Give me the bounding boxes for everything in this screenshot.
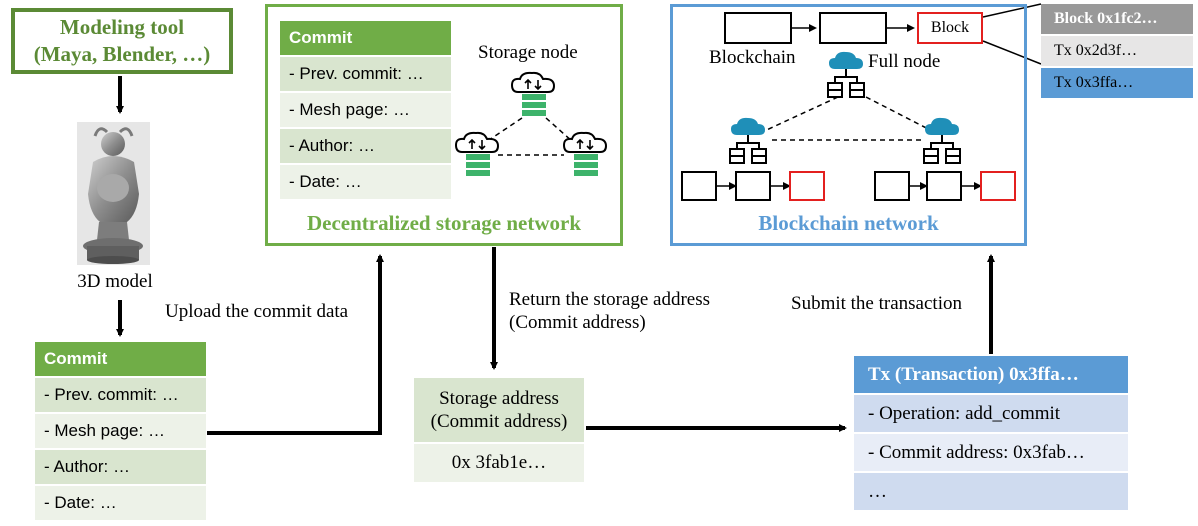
chain-block [819,12,887,44]
latest-block: Block [917,12,983,44]
commit-row: - Prev. commit: … [35,378,206,412]
latest-block [980,171,1016,201]
transaction-row: - Operation: add_commit [854,395,1128,432]
commit-row: - Date: … [280,165,451,199]
block-tx-row: Tx 0x2d3f… [1041,36,1193,66]
storage-node-label: Storage node [478,42,578,63]
transaction-row: - Commit address: 0x3fab… [854,434,1128,471]
storage-address-header: Storage address (Commit address) [414,378,584,442]
commit-table-local: Commit - Prev. commit: … - Mesh page: … … [35,342,206,520]
upload-label: Upload the commit data [165,301,349,322]
storage-network-title: Decentralized storage network [306,211,582,235]
modeling-tool-examples: (Maya, Blender, …) [33,42,211,66]
storage-address-value: 0x 3fab1e… [414,444,584,482]
arrow-upload [207,254,384,435]
commit-row: - Author: … [280,129,451,163]
chain-block [735,171,771,201]
commit-row: - Author: … [35,450,206,484]
storage-node-icon [454,131,500,176]
full-node-icon [827,51,865,98]
block-tx-row-highlight: Tx 0x3ffa… [1041,68,1193,98]
full-node-icon [729,117,767,164]
storage-address-table: Storage address (Commit address) 0x 3fab… [414,378,584,482]
3d-model-image [77,122,150,265]
storage-address-subtitle: (Commit address) [430,411,568,432]
storage-node-icon [510,71,556,116]
transaction-table: Tx (Transaction) 0x3ffa… - Operation: ad… [854,356,1128,510]
latest-block [789,171,825,201]
commit-row: - Mesh page: … [280,93,451,127]
model-label: 3D model [77,271,153,292]
full-node-label: Full node [868,51,941,72]
commit-header: Commit [35,342,206,376]
commit-table-stored: Commit - Prev. commit: … - Mesh page: … … [280,21,451,199]
chain-block [926,171,962,201]
return-label-line1: Return the storage address [509,289,711,310]
chain-block [874,171,910,201]
return-label-line2: (Commit address) [509,312,646,333]
modeling-tool-box: Modeling tool (Maya, Blender, …) [11,8,233,74]
blockchain-label: Blockchain [709,47,796,68]
storage-address-title: Storage address [439,388,559,409]
commit-row: - Date: … [35,486,206,520]
commit-row: - Mesh page: … [35,414,206,448]
full-node-icon [923,117,961,164]
transaction-row: … [854,473,1128,510]
commit-row: - Prev. commit: … [280,57,451,91]
blockchain-network-title: Blockchain network [758,211,939,235]
storage-node-icon [562,131,608,176]
chain-block [724,12,792,44]
chain-block [681,171,717,201]
blockchain-network-box: Blockchain network [670,4,1027,246]
block-detail-table: Block 0x1fc2… Tx 0x2d3f… Tx 0x3ffa… [1041,4,1193,98]
modeling-tool-title: Modeling tool [59,15,185,39]
transaction-header: Tx (Transaction) 0x3ffa… [854,356,1128,393]
commit-header: Commit [280,21,451,55]
storage-network-box: Commit - Prev. commit: … - Mesh page: … … [265,4,623,246]
submit-label: Submit the transaction [791,293,962,314]
return-label: Return the storage address (Commit addre… [509,288,710,334]
block-detail-header: Block 0x1fc2… [1041,4,1193,34]
